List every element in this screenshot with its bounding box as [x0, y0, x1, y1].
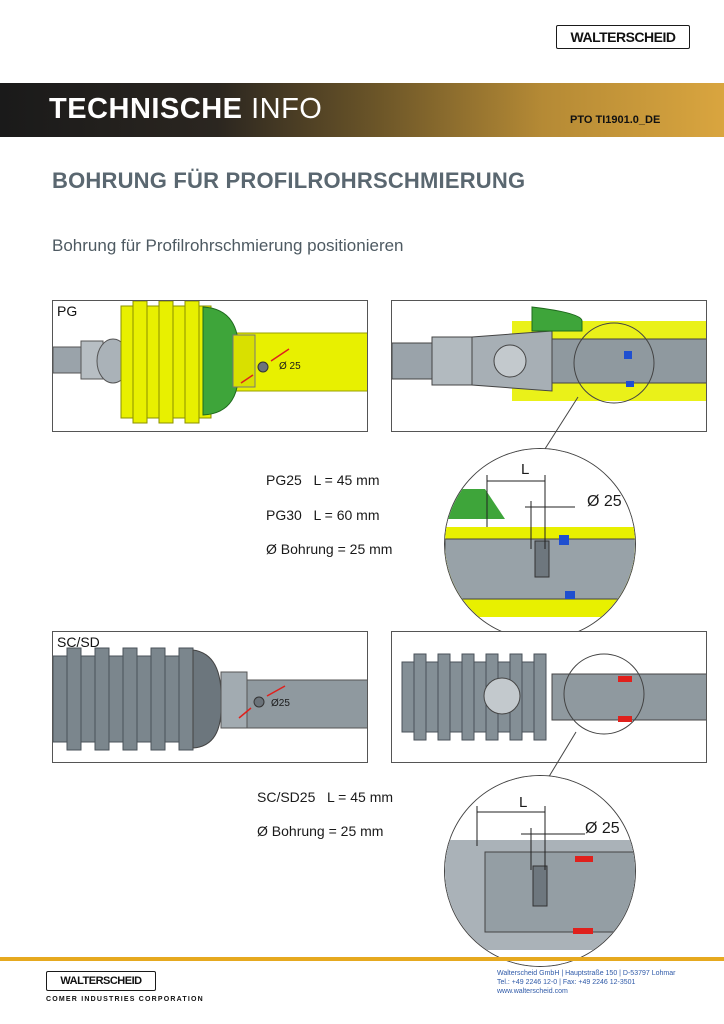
sc-dim-l: L	[519, 794, 528, 811]
sc-section-view	[391, 631, 707, 763]
header-band	[0, 83, 724, 137]
pg-spec-2: PG30 L = 60 mm	[266, 507, 380, 523]
doc-code: PTO TI1901.0_DE	[570, 114, 661, 126]
logo-text: WALTERSCHEID	[570, 29, 676, 45]
sc-detail-circle: L Ø 25	[444, 775, 636, 967]
footer-address-line1: Walterscheid GmbH | Hauptstraße 150 | D-…	[497, 970, 676, 977]
pg-diameter-callout: Ø 25	[279, 361, 301, 372]
sc-dim-diameter: Ø 25	[585, 820, 620, 837]
sc-shaft-view: SC/SD Ø25	[52, 631, 368, 763]
walterscheid-logo: WALTERSCHEID	[556, 25, 690, 49]
pg-shaft-view: PG Ø 25	[52, 300, 368, 432]
header-title-light: INFO	[251, 93, 323, 125]
sc-label: SC/SD	[57, 634, 100, 650]
pg-dim-diameter: Ø 25	[587, 493, 622, 510]
sc-diameter-callout: Ø25	[271, 698, 290, 709]
pg-detail-circle: L Ø 25	[444, 448, 636, 640]
pg-spec-3: Ø Bohrung = 25 mm	[266, 541, 393, 557]
footer-address-line2: Tel.: +49 2246 12-0 | Fax: +49 2246 12-3…	[497, 979, 636, 986]
footer-logo: WALTERSCHEID	[46, 971, 156, 991]
sc-spec-1: SC/SD25 L = 45 mm	[257, 789, 394, 805]
footer-divider	[0, 957, 724, 961]
header-title: TECHNISCHE INFO	[49, 93, 322, 126]
page-subtitle: Bohrung für Profilrohrschmierung positio…	[52, 236, 404, 255]
footer-corporation: COMER INDUSTRIES CORPORATION	[46, 996, 204, 1003]
pg-section-view	[391, 300, 707, 432]
header-title-bold: TECHNISCHE	[49, 93, 243, 125]
pg-label: PG	[57, 303, 78, 319]
pg-spec-1: PG25 L = 45 mm	[266, 472, 380, 488]
footer-website-link[interactable]: www.walterscheid.com	[497, 988, 568, 995]
page-title: BOHRUNG FÜR PROFILROHRSCHMIERUNG	[52, 168, 526, 193]
pg-dim-l: L	[521, 461, 530, 478]
footer-address: Walterscheid GmbH | Hauptstraße 150 | D-…	[497, 969, 675, 996]
footer-logo-text: WALTERSCHEID	[60, 975, 142, 987]
sc-spec-2: Ø Bohrung = 25 mm	[257, 823, 384, 839]
